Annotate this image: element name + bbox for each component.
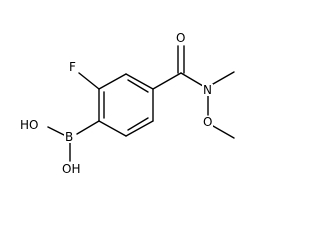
bond-carbonyl-nitrogen [180,72,204,87]
ring-bond-c5-c6 [125,120,154,137]
ring-bond-c6-c1 [98,120,127,137]
methoxy-oxygen-label: O [202,115,214,129]
hydroxyl-upper-label: HO [19,118,40,132]
structure-diagram: F B HO OH O N O [19,31,235,176]
ring-bond-c3-c4 [125,73,154,90]
bond-oxygen-methyl [212,125,235,139]
bond-boron-oh-upper [47,126,67,137]
ring-bond-c2-c3 [98,73,127,90]
hydroxyl-lower-label: OH [61,162,82,176]
carbonyl-oxygen-label: O [175,31,187,45]
amide-nitrogen-label: N [202,83,213,97]
boron-label: B [64,130,75,144]
bond-c2-fluorine [78,72,100,90]
bond-nitrogen-methyl [212,71,235,85]
ring-double-bond-bottom [127,117,149,131]
bond-c1-boron [76,120,100,135]
bond-layer [47,45,235,162]
fluorine-label: F [68,60,77,74]
bond-c4-carbonyl-carbon [152,72,182,90]
ring-double-bond-top [127,79,149,93]
